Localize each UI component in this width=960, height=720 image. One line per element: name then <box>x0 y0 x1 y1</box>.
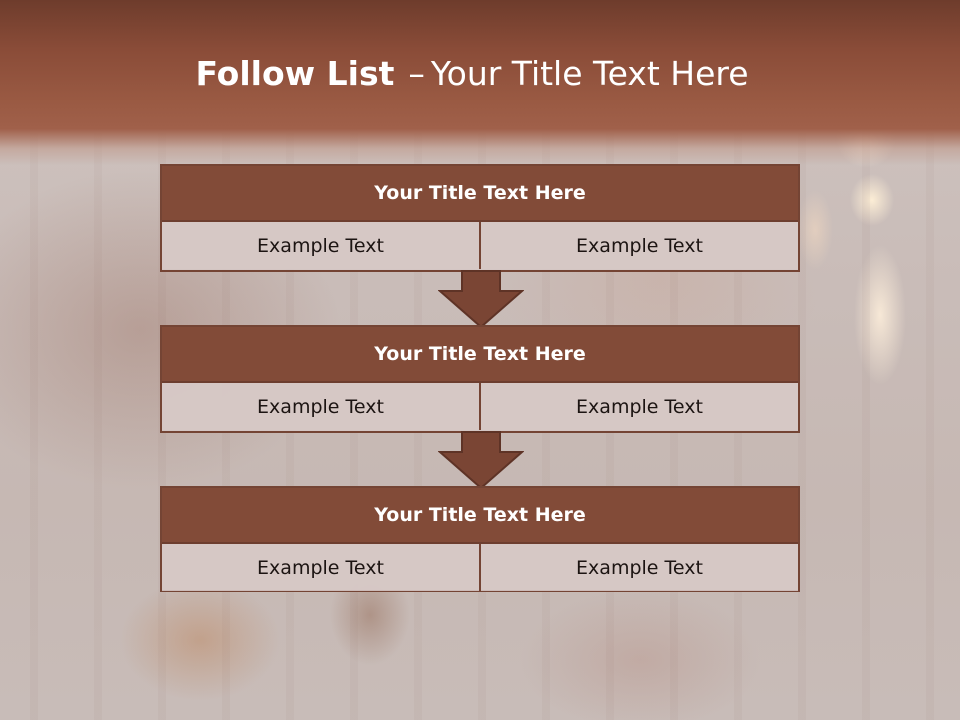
step-row-3: Example Text Example Text <box>162 544 798 591</box>
step-1-left-cell: Example Text <box>162 222 481 269</box>
step-row-2: Example Text Example Text <box>162 383 798 430</box>
step-1-right-cell: Example Text <box>481 222 798 269</box>
title-bold: Follow List <box>195 54 395 93</box>
down-arrow-icon <box>438 270 524 328</box>
step-title-2: Your Title Text Here <box>162 327 798 383</box>
step-box-1: Your Title Text Here Example Text Exampl… <box>160 164 800 272</box>
step-title-3: Your Title Text Here <box>162 488 798 544</box>
step-row-1: Example Text Example Text <box>162 222 798 269</box>
step-3-left-cell: Example Text <box>162 544 481 591</box>
step-2-left-cell: Example Text <box>162 383 481 430</box>
step-3-right-cell: Example Text <box>481 544 798 591</box>
step-box-2: Your Title Text Here Example Text Exampl… <box>160 325 800 433</box>
step-title-1: Your Title Text Here <box>162 166 798 222</box>
step-box-3: Your Title Text Here Example Text Exampl… <box>160 486 800 592</box>
title-separator: – <box>408 54 425 93</box>
down-arrow-icon <box>438 431 524 489</box>
slide-title: Follow List–Your Title Text Here <box>0 54 944 93</box>
title-band <box>0 0 960 165</box>
title-rest: Your Title Text Here <box>430 54 749 93</box>
step-2-right-cell: Example Text <box>481 383 798 430</box>
